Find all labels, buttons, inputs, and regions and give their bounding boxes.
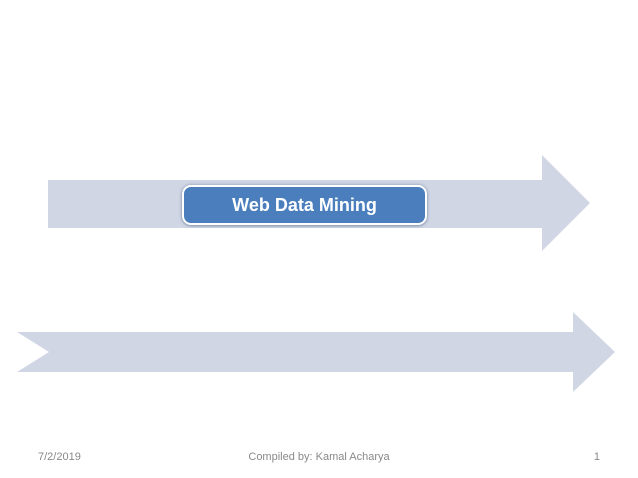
slide-footer: 7/2/2019 Compiled by: Kamal Acharya 1 xyxy=(0,449,638,465)
footer-credit: Compiled by: Kamal Acharya xyxy=(248,451,390,463)
title-label: Web Data Mining xyxy=(232,194,377,215)
lower-chevron-arrow-shape xyxy=(17,312,615,392)
footer-date: 7/2/2019 xyxy=(38,451,81,463)
title-box: Web Data Mining xyxy=(182,185,427,225)
lower-chevron-arrow-polygon xyxy=(17,312,615,392)
footer-page-number: 1 xyxy=(593,451,600,463)
